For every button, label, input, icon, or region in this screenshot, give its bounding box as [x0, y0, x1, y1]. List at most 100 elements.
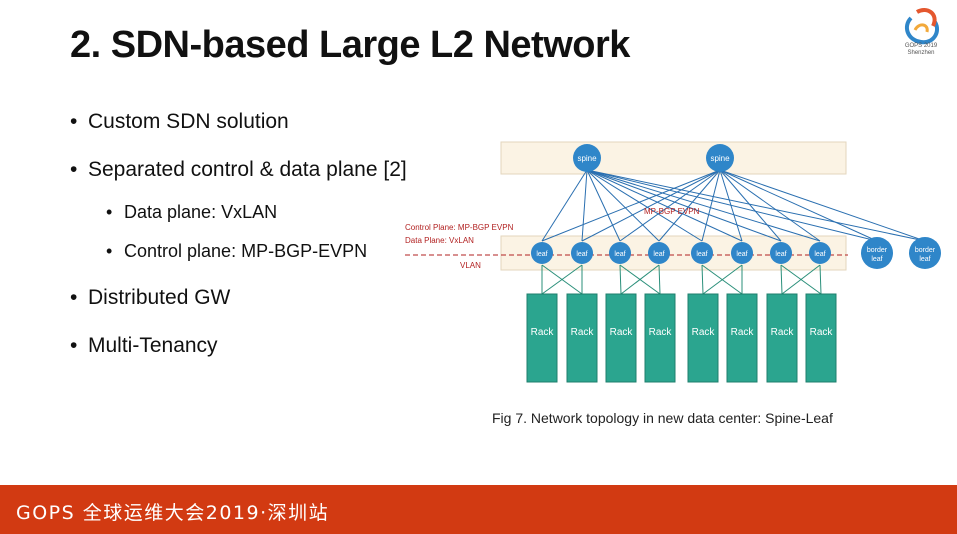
spine-label: spine — [577, 154, 597, 163]
rack — [644, 293, 676, 383]
rack — [687, 293, 719, 383]
spine-leaf-link — [586, 169, 703, 242]
slide-title: 2. SDN-based Large L2 Network — [70, 24, 630, 66]
rack-label: Rack — [649, 327, 673, 338]
leaf-rack-link — [780, 264, 783, 295]
bullet-text: Separated control & data plane [2] — [88, 158, 407, 181]
leaf-rack-link — [702, 264, 743, 295]
leaf-rack-link — [819, 264, 822, 295]
bullet-item: • Multi-Tenancy — [70, 334, 218, 358]
rack-label: Rack — [571, 327, 595, 338]
spine-leaf-link — [658, 169, 721, 242]
spine-label: spine — [710, 154, 730, 163]
bullet-item: • Custom SDN solution — [70, 110, 289, 134]
leaf-rack-link — [620, 264, 660, 295]
spine-leaf-link — [586, 169, 878, 242]
border-leaf-label: leaf — [919, 256, 930, 263]
bullet-text: Custom SDN solution — [88, 110, 289, 133]
leaf-node — [691, 242, 713, 264]
bullet-text: Distributed GW — [88, 286, 231, 309]
bullet-dot-icon: • — [106, 202, 113, 222]
bullet-dot-icon: • — [106, 241, 113, 261]
bullet-text: Data plane: VxLAN — [124, 202, 278, 222]
spine-node — [706, 144, 734, 172]
spine-leaf-link — [719, 169, 743, 242]
bullet-text: Multi-Tenancy — [88, 334, 218, 357]
rack-label: Rack — [610, 327, 634, 338]
leaf-rack-link — [701, 264, 704, 295]
spine-leaf-link — [541, 169, 721, 242]
logo-caption-line-2: Shenzhen — [907, 50, 935, 56]
spine-leaf-link — [541, 169, 588, 242]
rack-label: Rack — [692, 327, 716, 338]
spine-leaf-link — [719, 169, 878, 242]
gops-logo-icon — [904, 7, 940, 45]
rack — [605, 293, 637, 383]
leaf-label: leaf — [614, 251, 625, 258]
rack — [766, 293, 798, 383]
rack — [566, 293, 598, 383]
border-leaf-node — [861, 237, 893, 269]
rack-group: Rack Rack Rack Rack Rack Rack Rack Rack — [526, 293, 837, 383]
bullet-item: • Separated control & data plane [2] — [70, 158, 407, 182]
leaf-node — [648, 242, 670, 264]
bullet-dot-icon: • — [70, 286, 78, 309]
spine-leaf-link — [619, 169, 721, 242]
vlan-label: VLAN — [460, 261, 481, 270]
rack-label: Rack — [810, 327, 834, 338]
spine-leaf-link — [581, 169, 588, 242]
leaf-node — [609, 242, 631, 264]
leaf-rack-link — [541, 264, 583, 295]
leaf-label: leaf — [576, 251, 587, 258]
spine-leaf-link — [719, 169, 821, 242]
control-plane-label: Control Plane: MP-BGP EVPN — [405, 223, 514, 232]
spine-leaf-link — [586, 169, 621, 242]
spine-leaf-link — [701, 169, 721, 242]
rack-label: Rack — [531, 327, 555, 338]
rack — [526, 293, 558, 383]
leaf-label: leaf — [696, 251, 707, 258]
mpbgp-evpn-label: MP-BGP EVPN — [644, 207, 700, 216]
data-plane-label: Data Plane: VxLAN — [405, 236, 474, 245]
bullet-dot-icon: • — [70, 334, 78, 357]
spine-leaf-link — [719, 169, 782, 242]
leaf-node — [731, 242, 753, 264]
rack — [805, 293, 837, 383]
rack-label: Rack — [731, 327, 755, 338]
leaf-group: leaf leaf leaf leaf leaf leaf leaf leaf — [531, 242, 831, 264]
leaf-node — [770, 242, 792, 264]
leaf-label: leaf — [736, 251, 747, 258]
border-leaf-node — [909, 237, 941, 269]
spine-node — [573, 144, 601, 172]
spine-leaf-link — [581, 169, 721, 242]
leaf-label: leaf — [536, 251, 547, 258]
figure-caption: Fig 7. Network topology in new data cent… — [492, 410, 833, 426]
bullet-dot-icon: • — [70, 158, 78, 181]
leaf-rack-link — [619, 264, 622, 295]
leaf-label: leaf — [775, 251, 786, 258]
spine-leaf-link — [586, 169, 782, 242]
rack — [726, 293, 758, 383]
leaf-rack-links — [541, 264, 822, 295]
leaf-label: leaf — [653, 251, 664, 258]
bullet-text: Control plane: MP-BGP-EVPN — [124, 241, 368, 261]
footer-text: GOPS 全球运维大会2019·深圳站 — [16, 502, 330, 524]
leaf-node — [571, 242, 593, 264]
spine-leaf-link — [586, 169, 926, 242]
bullet-dot-icon: • — [70, 110, 78, 133]
leaf-rack-link — [781, 264, 821, 295]
sub-bullet-item: • Control plane: MP-BGP-EVPN — [106, 241, 367, 262]
rack-label: Rack — [771, 327, 795, 338]
leaf-node — [809, 242, 831, 264]
footer-bar: GOPS 全球运维大会2019·深圳站 — [0, 485, 957, 534]
sub-bullet-item: • Data plane: VxLAN — [106, 202, 277, 223]
spine-leaf-link — [586, 169, 821, 242]
leaf-rack-link — [658, 264, 661, 295]
logo-caption: GOPS 2019 Shenzhen — [897, 43, 945, 57]
spine-leaf-link — [586, 169, 743, 242]
bullet-item: • Distributed GW — [70, 286, 230, 310]
spine-leaf-link — [719, 169, 926, 242]
leaf-label: leaf — [814, 251, 825, 258]
